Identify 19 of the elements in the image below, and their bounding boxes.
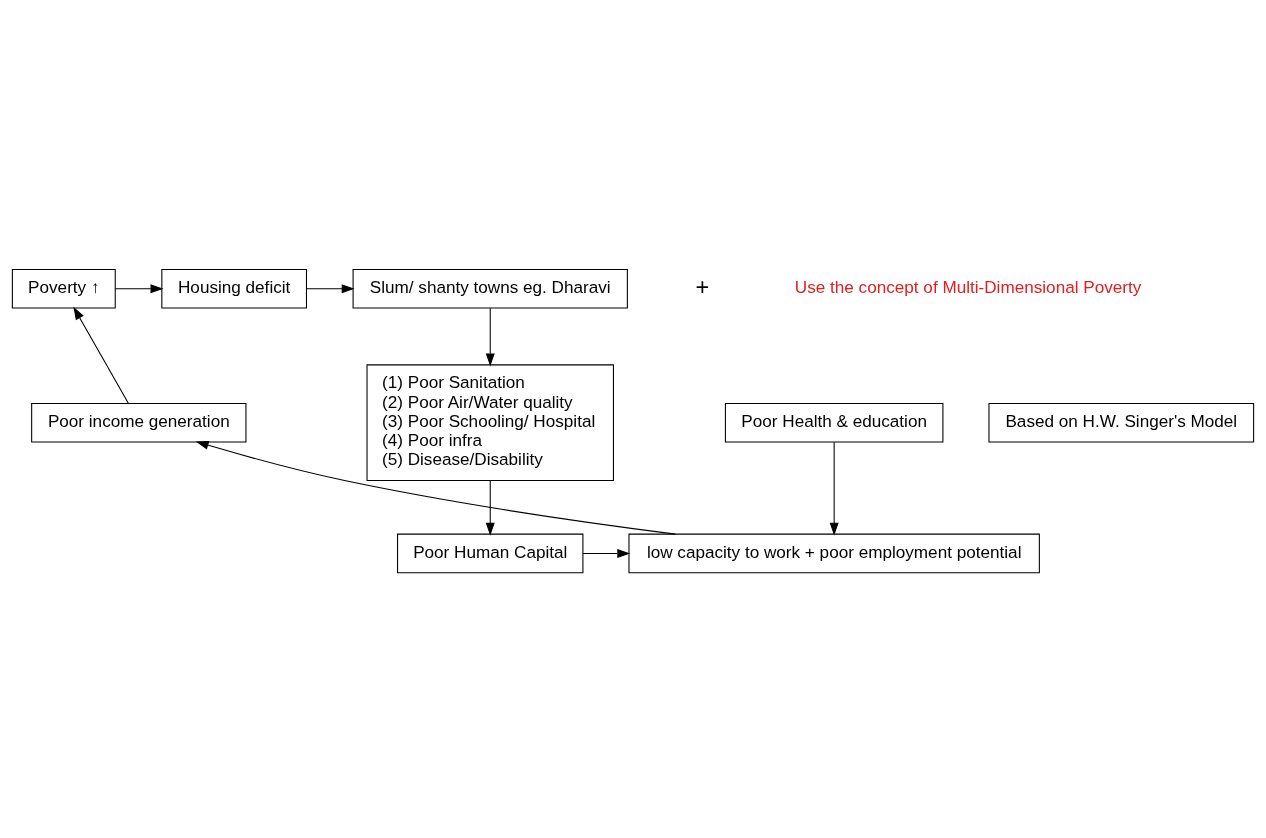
node-box: Based on H.W. Singer's Model — [988, 402, 1255, 443]
arrow — [582, 548, 631, 558]
arrow — [195, 440, 676, 535]
arrow — [306, 283, 355, 293]
node-box: Poor Human Capital — [397, 533, 584, 573]
arrow — [485, 479, 495, 536]
arrow — [73, 306, 129, 404]
arrow — [485, 307, 495, 366]
node-box: low capacity to work + poor employment potential — [628, 533, 1040, 573]
node-box: Poor income generation — [31, 402, 247, 443]
node-box: Housing deficit — [161, 268, 307, 309]
node-box: Poverty ↑ — [11, 268, 116, 309]
node-box: Slum/ shanty towns eg. Dharavi — [352, 268, 628, 309]
node-box: Poor Health & education — [724, 402, 944, 443]
label: + — [695, 273, 710, 300]
node-box: (1) Poor Sanitation (2) Poor Air/Water quality (3) Poor Schooling/ Hospital (4) Poor infra (5) Disease/Disability — [366, 363, 614, 481]
arrow — [829, 441, 839, 536]
arrow — [114, 283, 164, 293]
label: Use the concept of Multi-Dimensional Poverty — [794, 276, 1142, 297]
